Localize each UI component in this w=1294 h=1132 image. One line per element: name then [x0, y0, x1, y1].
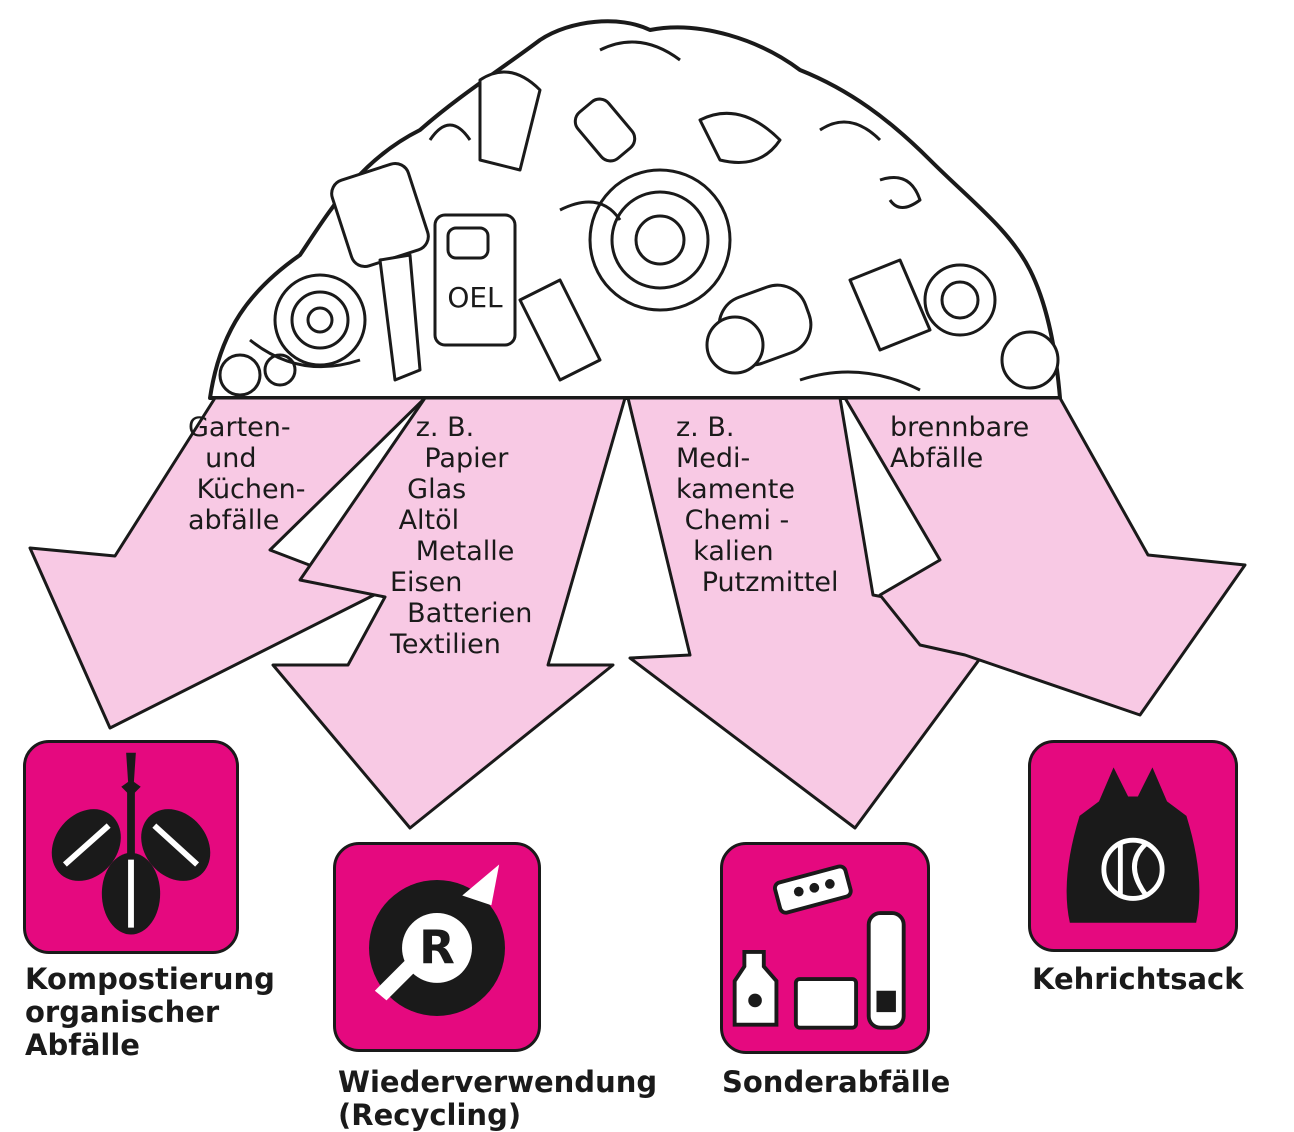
arrow-combustible: [843, 396, 1247, 717]
caption-compost: Kompostierung organischer Abfälle: [25, 962, 275, 1062]
compost-tile: [23, 740, 239, 954]
recycling-tile: R: [333, 842, 541, 1052]
compost-leaves-icon: [51, 752, 211, 935]
recycling-icon: R: [369, 864, 505, 1016]
arrow-recycling: [271, 396, 627, 830]
heap-oil-label: OEL: [447, 281, 503, 314]
garbage-bag-tile: [1028, 740, 1238, 952]
arrow-text-hazardous: z. B. Medi- kamente Chemi - kalien Putzm…: [676, 412, 839, 598]
hazardous-waste-icon: [732, 864, 906, 1030]
arrow-text-recycling: z. B. Papier Glas Altöl Metalle Eisen Ba…: [390, 412, 533, 660]
caption-garbage-bag: Kehrichtsack: [1032, 962, 1244, 996]
recycling-symbol: R: [419, 921, 455, 975]
caption-recycling: Wiederverwendung (Recycling): [338, 1065, 658, 1132]
hazardous-tile: [720, 842, 930, 1054]
arrow-text-combustible: brennbare Abfälle: [890, 412, 1030, 474]
arrow-compost: [28, 396, 427, 730]
caption-hazardous: Sonderabfälle: [722, 1065, 951, 1099]
garbage-bag-icon: [1066, 767, 1200, 923]
waste-heap-illustration: OEL: [208, 19, 1062, 400]
arrow-text-compost: Garten- und Küchen- abfälle: [188, 412, 306, 536]
